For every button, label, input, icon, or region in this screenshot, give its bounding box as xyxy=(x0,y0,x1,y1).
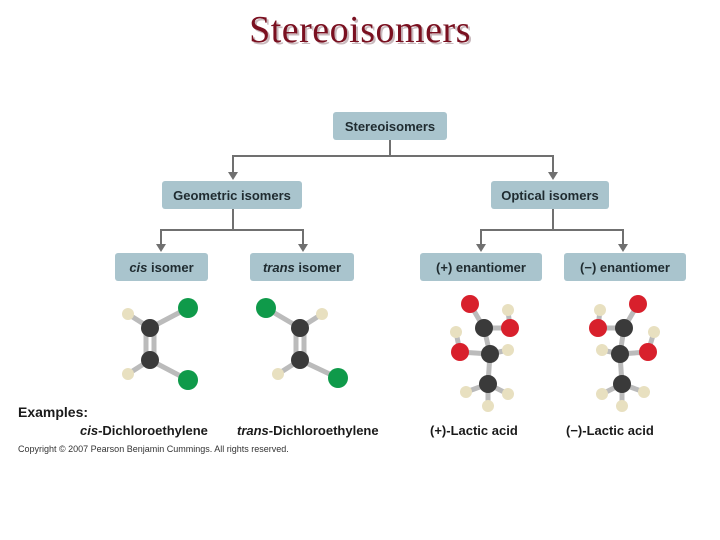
connector xyxy=(480,229,482,245)
connector xyxy=(160,229,304,231)
connector xyxy=(232,155,554,157)
carbon-atom xyxy=(141,351,159,369)
plus-lactic-acid-model xyxy=(450,295,519,412)
hydrogen-atom xyxy=(502,388,514,400)
carbon-atom xyxy=(615,319,633,337)
connector xyxy=(302,229,304,245)
examples-heading: Examples: xyxy=(18,404,89,420)
cis-dichloroethylene-model xyxy=(122,298,198,390)
slide-title: Stereoisomers xyxy=(249,9,471,51)
carbon-atom xyxy=(613,375,631,393)
hydrogen-atom xyxy=(596,388,608,400)
connector xyxy=(232,155,234,173)
arrow-icon xyxy=(156,244,166,252)
hydrogen-atom xyxy=(450,326,462,338)
connector xyxy=(480,229,624,231)
optical-isomers-box: Optical isomers xyxy=(491,181,609,209)
chlorine-atom xyxy=(256,298,276,318)
carbon-atom xyxy=(481,345,499,363)
oxygen-atom xyxy=(501,319,519,337)
oxygen-atom xyxy=(629,295,647,313)
hydrogen-atom xyxy=(648,326,660,338)
connector xyxy=(552,209,554,230)
trans-dichloroethylene-model xyxy=(256,298,348,388)
hydrogen-atom xyxy=(594,304,606,316)
arrow-icon xyxy=(548,172,558,180)
box-label: Stereoisomers xyxy=(344,118,436,134)
box-label: (+) enantiomer xyxy=(436,259,526,275)
copyright-notice: Copyright © 2007 Pearson Benjamin Cummin… xyxy=(18,444,289,454)
box-label: Geometric isomers xyxy=(173,187,291,203)
trans-example-label: trans-Dichloroethylene xyxy=(237,423,379,438)
hydrogen-atom xyxy=(502,304,514,316)
carbon-atom xyxy=(475,319,493,337)
carbon-atom xyxy=(141,319,159,337)
stereoisomers-box: Stereoisomers xyxy=(333,112,447,140)
oxygen-atom xyxy=(461,295,479,313)
hydrogen-atom xyxy=(616,400,628,412)
connector xyxy=(552,155,554,173)
carbon-atom xyxy=(291,351,309,369)
hydrogen-atom xyxy=(460,386,472,398)
chlorine-atom xyxy=(178,298,198,318)
arrow-icon xyxy=(476,244,486,252)
oxygen-atom xyxy=(451,343,469,361)
hydrogen-atom xyxy=(596,344,608,356)
carbon-atom xyxy=(479,375,497,393)
hydrogen-atom xyxy=(482,400,494,412)
plus-lactic-label: (+)-Lactic acid xyxy=(430,423,518,438)
box-label: (−) enantiomer xyxy=(580,259,670,275)
minus-lactic-acid-model xyxy=(589,295,660,412)
cis-example-label: cis-Dichloroethylene xyxy=(80,423,208,438)
connector xyxy=(160,229,162,245)
hydrogen-atom xyxy=(272,368,284,380)
minus-lactic-label: (−)-Lactic acid xyxy=(566,423,654,438)
box-label: cis isomer xyxy=(129,259,194,275)
oxygen-atom xyxy=(639,343,657,361)
arrow-icon xyxy=(618,244,628,252)
hydrogen-atom xyxy=(502,344,514,356)
chlorine-atom xyxy=(178,370,198,390)
arrow-icon xyxy=(298,244,308,252)
connector xyxy=(389,140,391,156)
box-label: Optical isomers xyxy=(501,187,599,203)
chlorine-atom xyxy=(328,368,348,388)
carbon-atom xyxy=(611,345,629,363)
carbon-atom xyxy=(291,319,309,337)
oxygen-atom xyxy=(589,319,607,337)
hydrogen-atom xyxy=(316,308,328,320)
trans-isomer-box: trans isomer xyxy=(250,253,354,281)
connector xyxy=(232,209,234,230)
plus-enantiomer-box: (+) enantiomer xyxy=(420,253,542,281)
hydrogen-atom xyxy=(122,308,134,320)
box-label: trans isomer xyxy=(262,259,342,275)
arrow-icon xyxy=(228,172,238,180)
connector xyxy=(622,229,624,245)
geometric-isomers-box: Geometric isomers xyxy=(162,181,302,209)
hydrogen-atom xyxy=(638,386,650,398)
cis-isomer-box: cis isomer xyxy=(115,253,208,281)
hydrogen-atom xyxy=(122,368,134,380)
minus-enantiomer-box: (−) enantiomer xyxy=(564,253,686,281)
